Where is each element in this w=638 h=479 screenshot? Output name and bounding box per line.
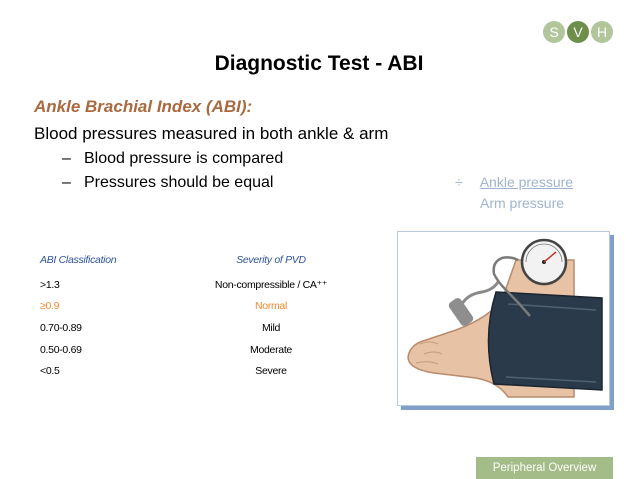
bullet-dash: –	[62, 150, 71, 167]
blood-pressure-illustration	[397, 231, 610, 406]
header-classification: ABI Classification	[40, 254, 117, 266]
abi-formula: ÷ Ankle pressure Arm pressure	[455, 174, 574, 211]
divide-symbol: ÷	[455, 174, 463, 190]
bullet-text: Blood pressure is compared	[84, 150, 284, 167]
logo: S V H	[543, 21, 613, 43]
bullet-dash: –	[62, 174, 71, 191]
bullet-text: Pressures should be equal	[84, 174, 274, 191]
cell-classification: <0.5	[40, 365, 60, 377]
logo-letter-v: V	[567, 21, 589, 43]
footer-section-label: Peripheral Overview	[476, 457, 613, 479]
cell-classification: 0.50-0.69	[40, 344, 82, 356]
cell-classification: ≥0.9	[40, 300, 60, 312]
cell-severity: Severe	[255, 365, 287, 377]
logo-letter-h: H	[591, 21, 613, 43]
formula-numerator: Ankle pressure	[479, 174, 574, 190]
slide-title: Diagnostic Test - ABI	[214, 52, 424, 75]
cell-classification: 0.70-0.89	[40, 322, 82, 334]
bullet-item: –Blood pressure is compared	[62, 150, 283, 168]
foot-cuff-gauge-image	[398, 232, 609, 405]
logo-letter-s: S	[543, 21, 565, 43]
cell-severity: Mild	[261, 322, 281, 334]
cell-severity: Normal	[254, 300, 288, 312]
header-severity: Severity of PVD	[236, 254, 306, 266]
cell-severity: Non-compressible / CA⁺⁺	[214, 279, 328, 291]
cell-classification: >1.3	[40, 279, 60, 291]
bullet-item: –Pressures should be equal	[62, 174, 273, 192]
formula-denominator: Arm pressure	[480, 195, 565, 211]
body-text: Blood pressures measured in both ankle &…	[34, 124, 389, 143]
cell-severity: Moderate	[250, 344, 292, 356]
subtitle: Ankle Brachial Index (ABI):	[34, 97, 253, 116]
